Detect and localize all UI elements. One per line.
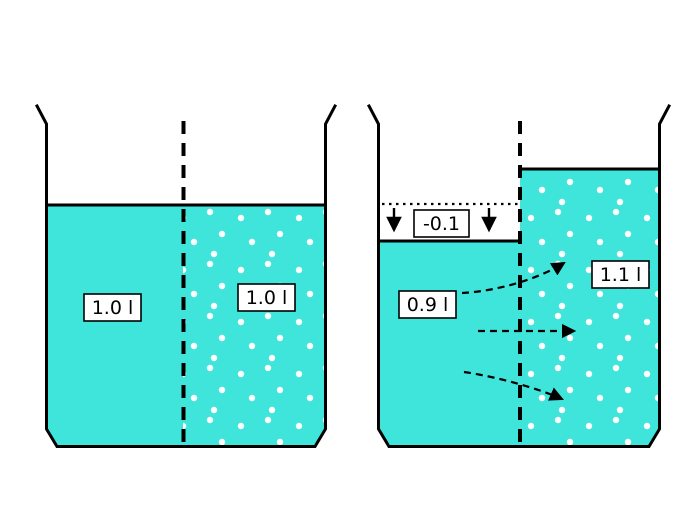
level-change-label: -0.1: [413, 209, 470, 238]
solute-dots-overlay: [183, 205, 326, 445]
volume-label-left: 1.0 l: [83, 293, 142, 322]
volume-value: 1.0 l: [92, 297, 134, 319]
volume-label-left: 0.9 l: [398, 290, 457, 319]
beaker-after: -0.1 0.9 l 1.1 l: [366, 103, 672, 448]
volume-value: 1.1 l: [600, 264, 642, 286]
beaker-before: 1.0 l 1.0 l: [34, 103, 338, 448]
label-box: [591, 260, 650, 289]
label-box: [413, 209, 470, 238]
beaker-outline: [34, 103, 338, 448]
water-compartment: [46, 205, 183, 445]
water-compartment: [378, 241, 520, 445]
label-box: [83, 293, 142, 322]
level-change-value: -0.1: [423, 213, 460, 235]
label-box: [237, 283, 296, 312]
volume-value: 0.9 l: [407, 294, 449, 316]
volume-value: 1.0 l: [246, 287, 288, 309]
volume-label-right: 1.0 l: [237, 283, 296, 312]
label-box: [398, 290, 457, 319]
beaker-outline: [366, 103, 672, 448]
osmosis-flow-arrow-icon: [461, 261, 566, 295]
osmosis-flow-arrow-icon: [463, 370, 564, 401]
solute-dots-overlay: [520, 169, 660, 445]
volume-label-right: 1.1 l: [591, 260, 650, 289]
